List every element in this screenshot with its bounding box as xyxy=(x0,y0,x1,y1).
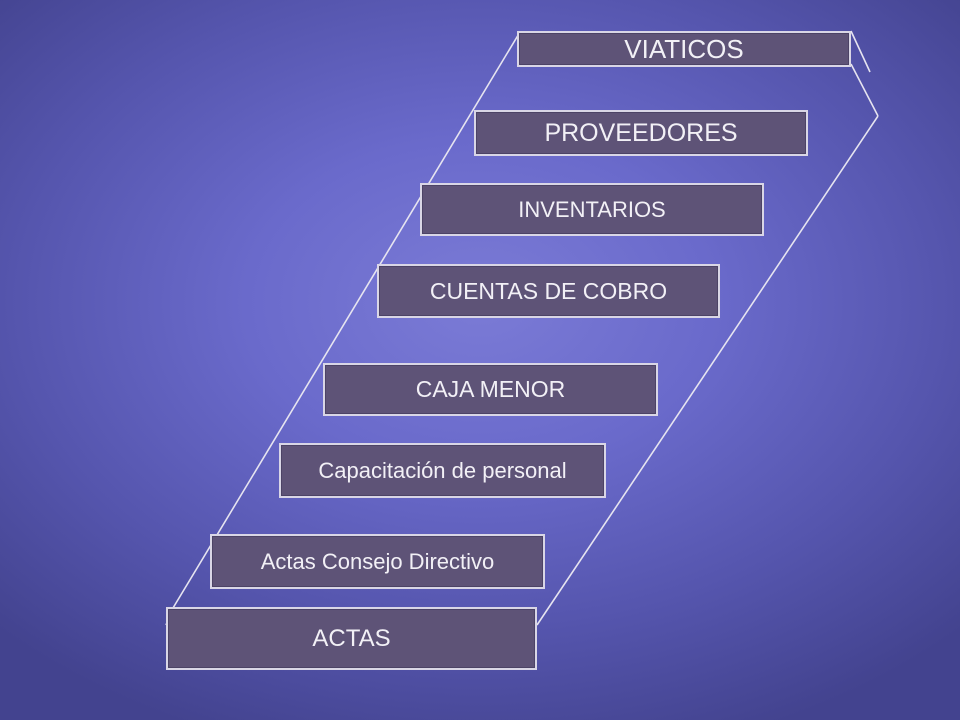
step-caja-menor: CAJA MENOR xyxy=(323,363,658,416)
step-proveedores: PROVEEDORES xyxy=(474,110,808,156)
staircase-top-connector xyxy=(850,63,879,117)
step-cuentas-de-cobro: CUENTAS DE COBRO xyxy=(377,264,720,318)
step-label: INVENTARIOS xyxy=(518,196,666,222)
staircase-left-rail xyxy=(172,31,521,609)
step-label: Actas Consejo Directivo xyxy=(260,548,495,574)
step-label: ACTAS xyxy=(312,624,391,652)
staircase-right-rail xyxy=(536,115,879,626)
step-label: PROVEEDORES xyxy=(544,118,738,147)
step-label: VIATICOS xyxy=(624,33,744,64)
staircase-top-connector-2 xyxy=(850,30,871,73)
step-viaticos: VIATICOS xyxy=(517,31,851,67)
step-label: CUENTAS DE COBRO xyxy=(429,277,668,304)
step-capacitacion-de-personal: Capacitación de personal xyxy=(279,443,606,498)
step-actas-consejo-directivo: Actas Consejo Directivo xyxy=(210,534,545,589)
step-actas: ACTAS xyxy=(166,607,537,670)
step-label: Capacitación de personal xyxy=(318,457,567,483)
step-label: CAJA MENOR xyxy=(415,376,566,402)
step-inventarios: INVENTARIOS xyxy=(420,183,764,236)
